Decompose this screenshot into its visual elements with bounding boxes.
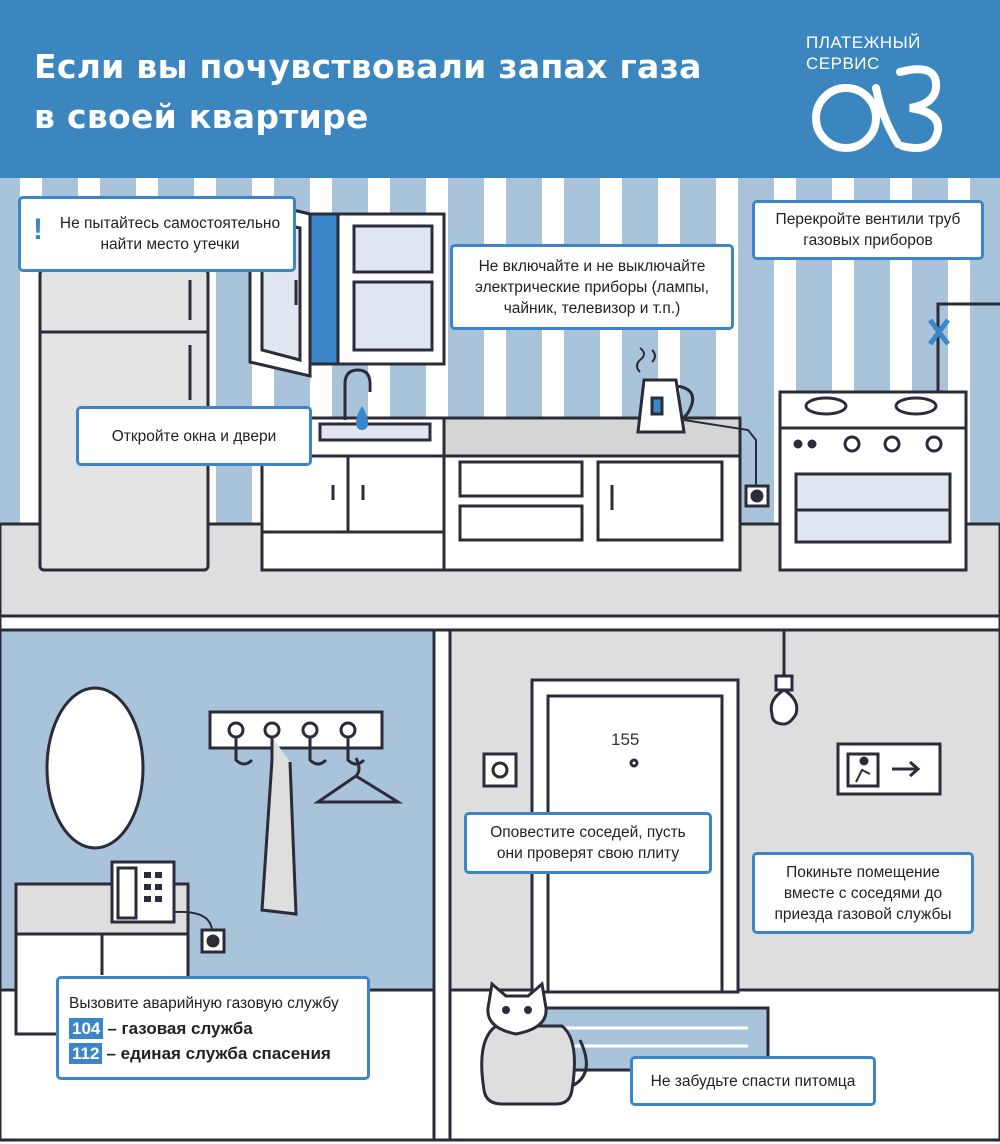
callout-no-search-line-1: Не пытайтесь самостоятельно bbox=[59, 215, 281, 232]
light-bulb bbox=[769, 630, 799, 726]
callout-electric: Не включайте и не выключайте электрическ… bbox=[450, 244, 734, 330]
emergency-number-row-2: 112 – единая служба спасения bbox=[69, 1042, 331, 1064]
exclamation-icon: ! bbox=[33, 213, 43, 246]
callout-leave-line-1: Покиньте помещение bbox=[786, 863, 940, 881]
brand-line-2: СЕРВИС bbox=[806, 54, 880, 73]
callout-electric-line-2: электрические приборы (лампы, bbox=[475, 278, 709, 296]
callout-no-search-line-2: найти место утечки bbox=[100, 236, 240, 253]
callout-electric-line-3: чайник, телевизор и т.п.) bbox=[503, 299, 681, 317]
callout-valves-line-2: газовых приборов bbox=[803, 232, 933, 249]
emergency-number-row-1: 104 – газовая служба bbox=[69, 1017, 253, 1039]
door-number: 155 bbox=[611, 730, 640, 749]
callout-electric-line-1: Не включайте и не выключайте bbox=[478, 257, 706, 275]
sink bbox=[318, 368, 432, 442]
emergency-number-1: 104 bbox=[69, 1017, 104, 1039]
kitchen-counters bbox=[260, 416, 742, 572]
emergency-number-2: 112 bbox=[69, 1042, 103, 1064]
callout-open-windows: Откройте окна и двери bbox=[76, 406, 312, 466]
brand-line-1: ПЛАТЕЖНЫЙ bbox=[806, 33, 921, 52]
callout-neighbors-line-1: Оповестите соседей, пусть bbox=[490, 824, 686, 841]
callout-neighbors-line-2: они проверят свою плиту bbox=[496, 845, 680, 862]
callout-no-search: ! Не пытайтесь самостоятельно найти мест… bbox=[18, 196, 296, 272]
mirror bbox=[45, 686, 145, 850]
emergency-label-1: – газовая служба bbox=[107, 1018, 253, 1038]
callout-pet-text: Не забудьте спасти питомца bbox=[650, 1072, 856, 1090]
brand-name: ПЛАТЕЖНЫЙ СЕРВИС bbox=[806, 32, 966, 74]
title-line-2: в своей квартире bbox=[34, 97, 369, 136]
stove bbox=[778, 302, 1000, 572]
callout-open-windows-text: Откройте окна и двери bbox=[111, 427, 277, 445]
exit-sign bbox=[836, 742, 942, 796]
callout-leave-line-3: приезда газовой службы bbox=[774, 905, 952, 923]
title-line-1: Если вы почувствовали запах газа bbox=[34, 47, 702, 86]
emergency-label-2: – единая служба спасения bbox=[106, 1043, 331, 1063]
callout-emergency-line-1: Вызовите аварийную газовую службу bbox=[69, 994, 339, 1012]
kettle bbox=[636, 347, 770, 508]
floor-slab bbox=[0, 614, 1000, 632]
callout-valves-line-1: Перекройте вентили труб bbox=[775, 211, 961, 228]
callout-pet: Не забудьте спасти питомца bbox=[630, 1056, 876, 1106]
brand-logo-icon bbox=[812, 65, 943, 152]
page-title: Если вы почувствовали запах газа в своей… bbox=[34, 42, 774, 142]
callout-leave: Покиньте помещение вместе с соседями до … bbox=[752, 852, 974, 934]
callout-emergency: Вызовите аварийную газовую службу 104 – … bbox=[56, 976, 370, 1080]
callout-neighbors: Оповестите соседей, пусть они проверят с… bbox=[464, 812, 712, 874]
partition-wall bbox=[432, 628, 452, 1142]
coat-rack bbox=[208, 710, 404, 916]
cat bbox=[480, 981, 588, 1106]
callout-valves: Перекройте вентили труб газовых приборов bbox=[752, 200, 984, 260]
callout-leave-line-2: вместе с соседями до bbox=[783, 884, 943, 902]
